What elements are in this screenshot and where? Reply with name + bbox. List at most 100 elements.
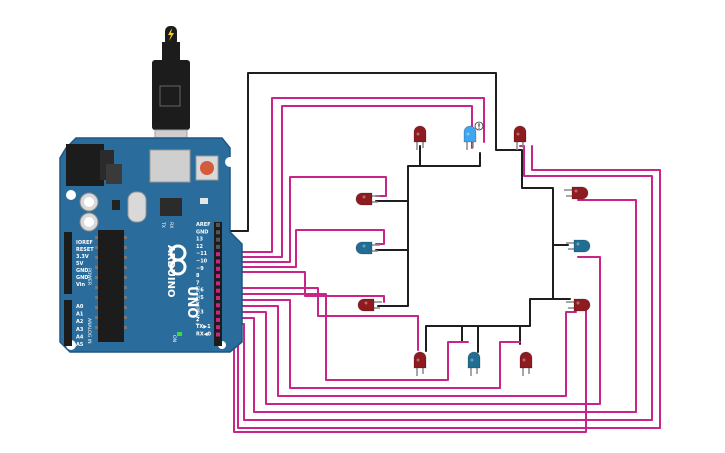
pin-label: ~10 bbox=[196, 259, 208, 265]
blue-led[interactable] bbox=[467, 351, 481, 376]
arduino-uno-board[interactable]: ARDUINO UNO TX RX ON POWER ANALOG IN DIG… bbox=[59, 137, 243, 353]
on-label: ON bbox=[171, 335, 177, 342]
pin-label: Vin bbox=[76, 282, 85, 288]
pin-label: A5 bbox=[76, 342, 84, 348]
pin-label: ~9 bbox=[196, 266, 204, 272]
header-pin[interactable] bbox=[216, 252, 220, 257]
lightning-bolt-icon bbox=[168, 28, 174, 41]
pin-label: A3 bbox=[76, 327, 84, 333]
ground-wire-top-led[interactable] bbox=[419, 145, 481, 167]
signal-wire-pin5[interactable] bbox=[221, 305, 577, 397]
red-led[interactable] bbox=[355, 192, 380, 206]
red-led[interactable] bbox=[413, 351, 427, 376]
header-pin[interactable] bbox=[216, 317, 220, 322]
signal-wire-pin7[interactable] bbox=[221, 293, 469, 381]
exclamation-icon[interactable] bbox=[474, 121, 484, 131]
pin-label: 7 bbox=[196, 280, 200, 286]
signal-wire-pin3[interactable] bbox=[221, 199, 637, 413]
analog-header-label: ANALOG IN bbox=[86, 318, 92, 344]
header-pin[interactable] bbox=[216, 266, 220, 271]
header-pin[interactable] bbox=[216, 223, 220, 227]
pin-label: GND bbox=[76, 275, 88, 281]
header-pin[interactable] bbox=[216, 288, 220, 293]
pin-label: 13 bbox=[196, 237, 203, 243]
pin-label: 2 bbox=[196, 317, 200, 323]
ground-wire-bottom[interactable] bbox=[461, 325, 521, 353]
dc-power-jack bbox=[66, 144, 104, 186]
ground-wire-left-low[interactable] bbox=[377, 249, 409, 307]
red-led[interactable] bbox=[413, 125, 427, 150]
pin-label: A0 bbox=[76, 304, 84, 310]
pin-label: GND bbox=[76, 268, 88, 274]
pin-label: ~6 bbox=[196, 288, 204, 294]
signal-wire-pin12[interactable] bbox=[221, 105, 473, 258]
atmega-chip bbox=[98, 230, 124, 342]
wires bbox=[219, 72, 661, 433]
pin-label: 3.3V bbox=[76, 254, 89, 260]
pin-label: GND bbox=[196, 229, 208, 235]
mount-hole bbox=[66, 190, 76, 200]
blue-led[interactable] bbox=[355, 241, 380, 255]
ground-wire-main[interactable] bbox=[219, 72, 554, 352]
header-pin[interactable] bbox=[216, 237, 220, 242]
blue-led[interactable] bbox=[463, 125, 477, 150]
header-pin[interactable] bbox=[216, 230, 220, 235]
pin-label: RESET bbox=[76, 247, 94, 253]
signal-wire-pin0[interactable] bbox=[221, 309, 587, 433]
red-led[interactable] bbox=[566, 298, 591, 312]
digital-header-label: DIGITAL (PWM~) bbox=[194, 286, 200, 324]
analog-header bbox=[64, 300, 72, 346]
board-brand: ARDUINO bbox=[165, 245, 176, 297]
header-pin[interactable] bbox=[216, 281, 220, 286]
ground-wire-left[interactable] bbox=[375, 165, 421, 202]
red-led[interactable] bbox=[519, 351, 533, 376]
header-pin[interactable] bbox=[216, 303, 220, 308]
red-led[interactable] bbox=[513, 125, 527, 150]
header-pin[interactable] bbox=[216, 274, 220, 279]
signal-wire-pin9[interactable] bbox=[221, 271, 385, 303]
pin-label: 12 bbox=[196, 244, 203, 250]
pin-label: A2 bbox=[76, 319, 84, 325]
pin-label: ~5 bbox=[196, 295, 204, 301]
signal-wire-pin13[interactable] bbox=[221, 97, 485, 253]
pin-label: IOREF bbox=[76, 240, 93, 246]
usb-symbol-icon bbox=[159, 85, 181, 107]
pin-label: AREF bbox=[196, 222, 211, 228]
header-pin[interactable] bbox=[216, 259, 220, 264]
header-pin[interactable] bbox=[216, 310, 220, 315]
pin-label: 5V bbox=[76, 261, 83, 267]
header-pin[interactable] bbox=[216, 332, 220, 337]
red-led[interactable] bbox=[357, 298, 382, 312]
signal-wire-pin10[interactable] bbox=[221, 229, 385, 268]
power-header bbox=[64, 232, 72, 294]
signal-wire-pin6[interactable] bbox=[221, 299, 521, 389]
red-led[interactable] bbox=[564, 186, 589, 200]
signal-wire-pin2[interactable] bbox=[221, 145, 653, 421]
power-header-label: POWER bbox=[86, 268, 92, 286]
blue-led[interactable] bbox=[566, 239, 591, 253]
pin-label: A1 bbox=[76, 312, 84, 318]
reset-button[interactable] bbox=[200, 161, 214, 175]
pin-label: 4 bbox=[196, 302, 200, 308]
header-pin[interactable] bbox=[216, 296, 220, 300]
header-pin[interactable] bbox=[216, 244, 220, 249]
crystal-oscillator bbox=[127, 191, 147, 223]
ground-wire-left-mid[interactable] bbox=[375, 200, 409, 251]
header-pin[interactable] bbox=[216, 325, 220, 330]
pin-label: TX▶1 bbox=[196, 324, 211, 330]
led-components bbox=[355, 125, 591, 376]
arduino-logo bbox=[169, 244, 187, 276]
signal-wire-pin11[interactable] bbox=[221, 176, 387, 263]
pin-label: RX◀0 bbox=[196, 332, 212, 338]
pin-label: ~11 bbox=[196, 251, 208, 257]
signal-wire-pin4[interactable] bbox=[221, 256, 601, 405]
signal-wire-pin8[interactable] bbox=[221, 287, 419, 351]
power-indicator-led bbox=[177, 332, 182, 336]
usb-b-port bbox=[149, 149, 191, 183]
mount-hole bbox=[225, 157, 235, 167]
rx-label: RX bbox=[168, 222, 174, 228]
